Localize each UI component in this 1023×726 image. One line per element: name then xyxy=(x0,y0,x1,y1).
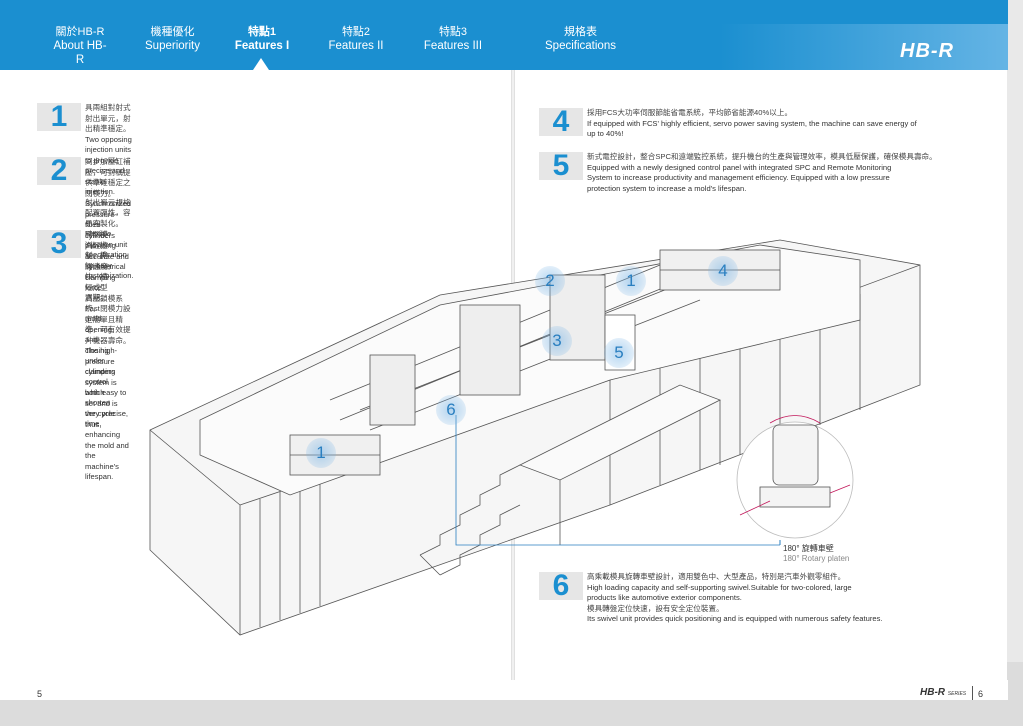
top-nav-bar: 關於HB-R About HB-R 機種優化 Superiority 特點1 F… xyxy=(0,0,1008,70)
nav-item-specifications[interactable]: 規格表 Specifications xyxy=(545,26,616,52)
nav-item-features-3[interactable]: 特點3 Features III xyxy=(423,26,483,52)
callout-5: 5 xyxy=(604,338,634,368)
nav-item-features-2[interactable]: 特點2 Features II xyxy=(328,26,384,52)
nav-highlight xyxy=(720,24,1008,70)
feature-number: 2 xyxy=(37,156,81,186)
injection-machine-illustration xyxy=(149,239,921,636)
left-page-number: 5 xyxy=(37,689,43,699)
feature-number: 1 xyxy=(37,102,81,132)
feature-text: 採用FCS大功率伺服節能省電系統，平均節省能源40%以上。 If equippe… xyxy=(587,108,917,138)
feature-text: 高乘載模具旋轉車壁設計，適用雙色中、大型產品，特別是汽車外觀零組件。 High … xyxy=(587,572,883,623)
feature-number: 6 xyxy=(539,571,583,601)
callout-2: 2 xyxy=(535,266,565,296)
page-footer xyxy=(0,680,1008,700)
nav-item-about[interactable]: 關於HB-R About HB-R xyxy=(53,26,107,66)
nav-item-superiority[interactable]: 機種優化 Superiority xyxy=(145,26,200,52)
brand-logo: HB-R xyxy=(900,40,954,62)
feature-number: 4 xyxy=(539,107,583,137)
footer-divider xyxy=(972,686,973,700)
right-page-number: 6 xyxy=(978,689,984,699)
feature-text: 開關模汽缸控制，開關速度快，縮短成型週期。 Fast mold opening … xyxy=(85,230,115,428)
callout-4: 4 xyxy=(708,256,738,286)
feature-number: 3 xyxy=(37,229,81,259)
callout-1-right: 1 xyxy=(616,266,646,296)
feature-number: 5 xyxy=(539,151,583,181)
active-nav-caret xyxy=(253,58,269,70)
callout-6: 6 xyxy=(436,395,466,425)
feature-text: 新式電控設計，整合SPC和遠端監控系統，提升機台的生產與管理效率，模具低壓保護，… xyxy=(587,152,937,193)
feature-text: 具兩組對射式射出單元，射出精準穩定。 Two opposing injectio… xyxy=(85,103,134,280)
callout-1-left: 1 xyxy=(306,438,336,468)
callout-3: 3 xyxy=(542,326,572,356)
feature-text: 同步加壓缸補壓，可對稱提供準確穩定之閉模力。 Synchronized pres… xyxy=(85,157,132,481)
nav-item-features-1[interactable]: 特點1 Features I xyxy=(234,26,290,52)
footer-brand: HB-R SERIES xyxy=(920,687,967,698)
rotary-platen-label: 180° 旋轉車壁 180° Rotary platen xyxy=(783,544,850,563)
